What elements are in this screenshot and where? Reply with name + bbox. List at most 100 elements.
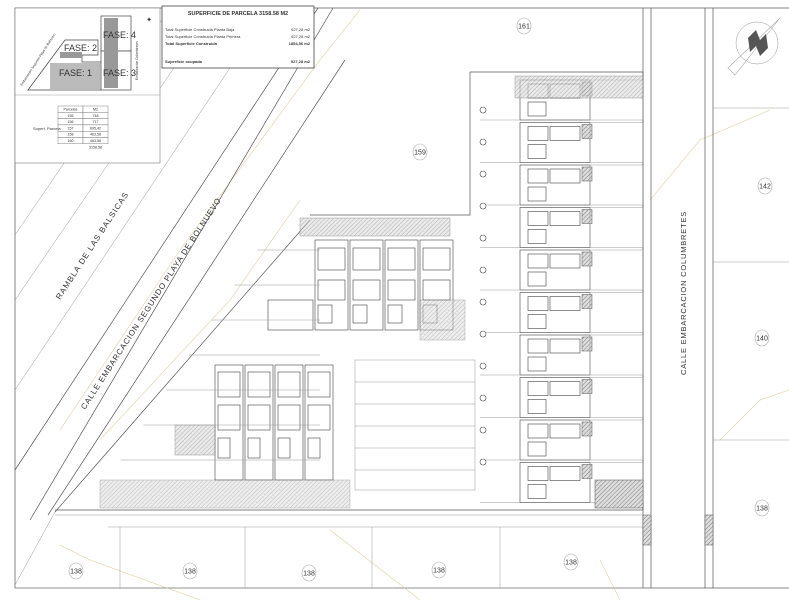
parcels-table-cell [82,137,109,145]
parcels-table-text: 156 [68,120,74,124]
parcel-number: 159 [414,150,426,157]
summary-row-value: 927,28 m2 [291,59,311,64]
room [247,404,271,431]
room [527,144,547,159]
room [277,437,291,459]
buildings [99,75,644,509]
garden [589,122,644,163]
housing-unit [244,364,274,481]
phase-4-label: FASE: 4 [103,30,136,40]
parcel-number: 138 [756,506,768,513]
parcels-table-text: 463,58 [90,133,101,137]
garden [589,207,644,248]
room [317,247,346,271]
room [527,126,549,141]
surface-summary-table: SUPERFICIE DE PARCELA 3158.58 M2 Total S… [161,5,315,69]
diagonal-street-lines [14,7,346,586]
parcel-bubble [301,564,317,582]
housing-unit [480,334,644,376]
room [217,437,231,459]
room [527,211,549,226]
room [352,304,368,324]
room [387,279,416,301]
parcels-table-text: M2 [93,108,98,112]
room [422,279,451,301]
parcel-number: 138 [70,569,82,576]
room [549,168,581,184]
terrace [581,166,593,182]
room [307,437,321,459]
room [549,211,581,226]
tree-icon [479,458,487,466]
parcel-number: 138 [303,571,315,578]
room [422,247,451,271]
tree-icon [479,330,487,338]
tree-icon [479,426,487,434]
housing-unit [480,419,644,461]
parcels-table-text: 160 [68,139,74,143]
summary-row-value: 927,28 m2 [291,27,311,32]
housing-unit [480,249,644,291]
room [549,253,581,269]
parcel-number: 138 [433,568,445,575]
room [527,466,549,481]
room [527,356,547,372]
room [527,484,547,499]
room [352,247,381,271]
room [247,371,271,398]
phase-2-label: FASE: 2 [64,43,97,53]
housing-unit [480,462,644,503]
north-arrow-small-icon: ✦ [146,16,152,24]
room [352,279,381,301]
terrace [581,251,593,267]
room [217,404,241,431]
room [277,404,301,431]
top-hatched-strip [514,75,644,99]
garden [589,377,644,418]
housing-unit [480,292,644,333]
housing-unit [480,207,644,248]
housing-unit [274,364,304,481]
parcel-number: 138 [184,569,196,576]
housing-unit [480,122,644,163]
hatched-area [419,299,466,341]
room [277,371,301,398]
right-street-lines [642,8,789,588]
terrace [581,294,593,309]
summary-row-label: Total Superficie Construida Planta Baja [165,27,235,32]
phase-street-right: Embarcación Columbretes [135,41,139,80]
room [549,338,581,354]
north-arrow-icon [727,17,781,76]
room [549,296,581,311]
tree-icon [479,202,487,210]
summary-row-label: Total Superficie Construida Planta Prime… [165,34,241,39]
tree-icon [479,266,487,274]
room [527,423,549,439]
parcels-table-text: 155 [68,114,74,118]
room [527,101,547,117]
parcels-table-text: 463,58 [90,139,101,143]
parcel-number: 161 [518,24,530,31]
parcel-bubble [68,562,84,580]
summary-row-label: Total Superficie Construida [165,41,218,46]
room [527,186,547,202]
parcel-bubble [563,553,579,571]
parcel-number: 140 [756,336,768,343]
room [527,441,547,457]
terrace [581,379,593,394]
terrace [581,421,593,437]
summary-row-value: 1854,56 m2 [289,41,311,46]
garden [589,164,644,206]
phase-legend: FASE: 2 FASE: 1 FASE: 3 FASE: 4 Embarcac… [14,7,161,164]
parcels-table-text: 158 [68,133,74,137]
housing-unit [480,377,644,418]
hatched-strip [299,217,451,237]
parcels-table-text: 157 [68,126,74,130]
room [387,304,403,324]
tree-icon [479,170,487,178]
room [527,399,547,414]
room [549,381,581,396]
unit-outline [267,299,314,331]
hatched-area [594,479,644,509]
